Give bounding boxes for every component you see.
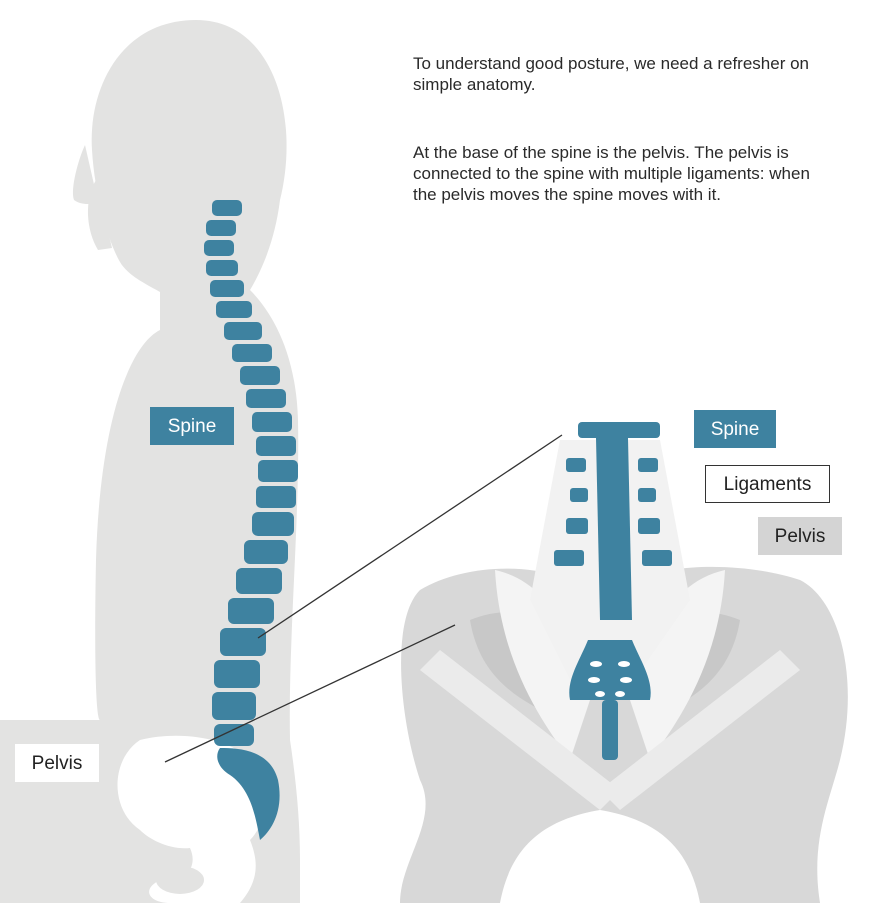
detail-pelvis — [400, 440, 848, 903]
side-spine — [204, 200, 298, 840]
intro-text: To understand good posture, we need a re… — [413, 54, 809, 94]
sacrum-holes — [588, 661, 632, 697]
detail-spine-label: Spine — [694, 410, 776, 448]
connector-lines — [164, 434, 563, 763]
detail-pelvis-label: Pelvis — [758, 517, 842, 555]
pelvis-explanation: At the base of the spine is the pelvis. … — [413, 143, 810, 204]
side-pelvis-label: Pelvis — [15, 744, 99, 782]
detail-ligaments-label: Ligaments — [705, 465, 830, 503]
detail-spine — [554, 422, 672, 760]
side-pelvis-bone — [117, 735, 265, 903]
side-spine-label: Spine — [150, 407, 234, 445]
